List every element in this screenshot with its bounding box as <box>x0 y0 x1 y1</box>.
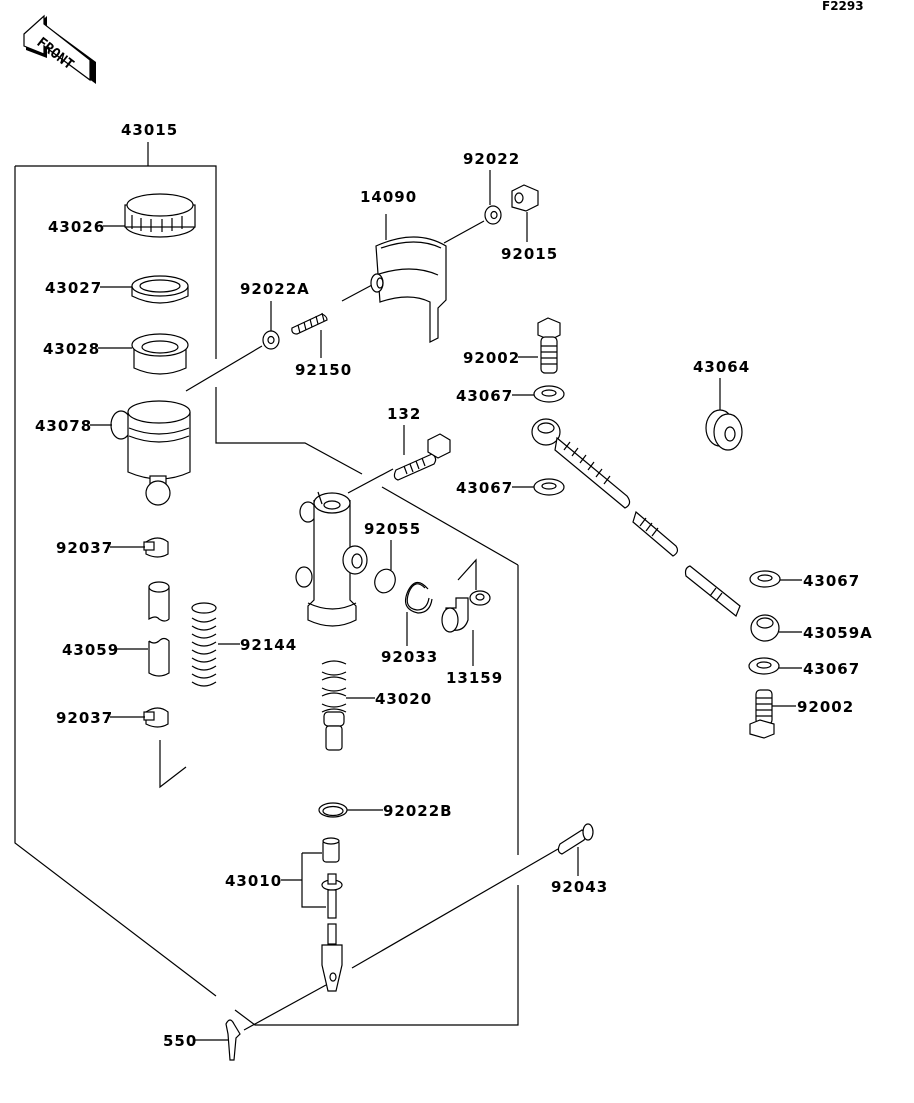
part-label-43067-a[interactable]: 43067 <box>456 387 513 405</box>
leader-cotter-pin <box>243 984 327 1031</box>
part-label-92043[interactable]: 92043 <box>551 878 608 896</box>
part-label-14090[interactable]: 14090 <box>360 188 417 206</box>
washer-43067-b <box>533 478 565 496</box>
elbow-fitting-13159 <box>441 558 491 666</box>
assembly-frame-43015 <box>14 142 519 1026</box>
part-label-43020[interactable]: 43020 <box>375 690 432 708</box>
hose-clamp-92037-lower <box>143 707 169 728</box>
snap-ring-92022B <box>318 802 348 818</box>
part-label-43064[interactable]: 43064 <box>693 358 750 376</box>
master-cylinder-body <box>295 491 368 627</box>
reservoir-hose-43059 <box>148 581 170 677</box>
washer-43067-c <box>749 570 781 588</box>
part-label-92022B[interactable]: 92022B <box>383 802 453 820</box>
reservoir-cap-43026 <box>124 193 196 238</box>
diaphragm-43028 <box>131 333 189 375</box>
banjo-bolt-92002-upper <box>537 317 561 374</box>
part-label-92037-lower[interactable]: 92037 <box>56 709 113 727</box>
part-label-132[interactable]: 132 <box>387 405 421 423</box>
part-label-92022[interactable]: 92022 <box>463 150 520 168</box>
clevis-pin-92043 <box>557 823 594 876</box>
part-label-13159[interactable]: 13159 <box>446 669 503 687</box>
part-label-92015[interactable]: 92015 <box>501 245 558 263</box>
reservoir-43078 <box>110 400 191 506</box>
part-label-43010[interactable]: 43010 <box>225 872 282 890</box>
nut-92015 <box>511 184 539 242</box>
hose-clamp-92037-upper <box>143 537 169 558</box>
diagram-code: F2293 <box>822 0 864 13</box>
part-label-43067-b[interactable]: 43067 <box>456 479 513 497</box>
part-label-92002-lower[interactable]: 92002 <box>797 698 854 716</box>
part-label-43078[interactable]: 43078 <box>35 417 92 435</box>
washer-43067-a <box>533 385 565 403</box>
washer-92022 <box>484 170 502 225</box>
hose-fitting-92150 <box>291 312 328 358</box>
part-label-43028[interactable]: 43028 <box>43 340 100 358</box>
cotter-pin-550 <box>225 1019 241 1061</box>
part-label-92055[interactable]: 92055 <box>364 520 421 538</box>
o-ring-92055 <box>374 540 396 594</box>
hose-routing-line <box>159 740 187 789</box>
washer-92022A <box>262 330 280 350</box>
circlip-92033 <box>405 581 433 646</box>
bolt-132 <box>393 425 451 481</box>
part-label-92033[interactable]: 92033 <box>381 648 438 666</box>
part-label-43027[interactable]: 43027 <box>45 279 102 297</box>
leader-92022A-reservoir <box>185 345 263 392</box>
part-label-92002-upper[interactable]: 92002 <box>463 349 520 367</box>
part-label-43067-d[interactable]: 43067 <box>803 660 860 678</box>
banjo-bolt-92002-lower <box>749 689 775 739</box>
part-label-43059A[interactable]: 43059A <box>803 624 873 642</box>
part-label-92022A[interactable]: 92022A <box>240 280 310 298</box>
part-label-43015[interactable]: 43015 <box>121 121 178 139</box>
brake-hose-43059A <box>531 418 780 642</box>
part-label-43059[interactable]: 43059 <box>62 641 119 659</box>
guard-14090 <box>370 214 447 343</box>
part-label-92150[interactable]: 92150 <box>295 361 352 379</box>
spring-92144 <box>191 602 217 687</box>
leader-14090-washer <box>443 220 485 244</box>
leader-clevis-pin <box>351 848 559 969</box>
part-label-43026[interactable]: 43026 <box>48 218 105 236</box>
part-label-92144[interactable]: 92144 <box>240 636 297 654</box>
washer-43067-d <box>748 657 780 675</box>
leader-lines <box>90 225 802 1041</box>
piston-assembly-43020 <box>321 660 347 751</box>
front-arrow-icon: FRONT <box>23 14 96 84</box>
diaphragm-plate-43027 <box>131 275 189 304</box>
part-label-43067-c[interactable]: 43067 <box>803 572 860 590</box>
leader-132-cylinder <box>347 468 394 494</box>
part-label-92037-upper[interactable]: 92037 <box>56 539 113 557</box>
grommet-43064 <box>705 378 743 451</box>
push-rod-43010 <box>301 837 343 992</box>
part-label-550[interactable]: 550 <box>163 1032 197 1050</box>
